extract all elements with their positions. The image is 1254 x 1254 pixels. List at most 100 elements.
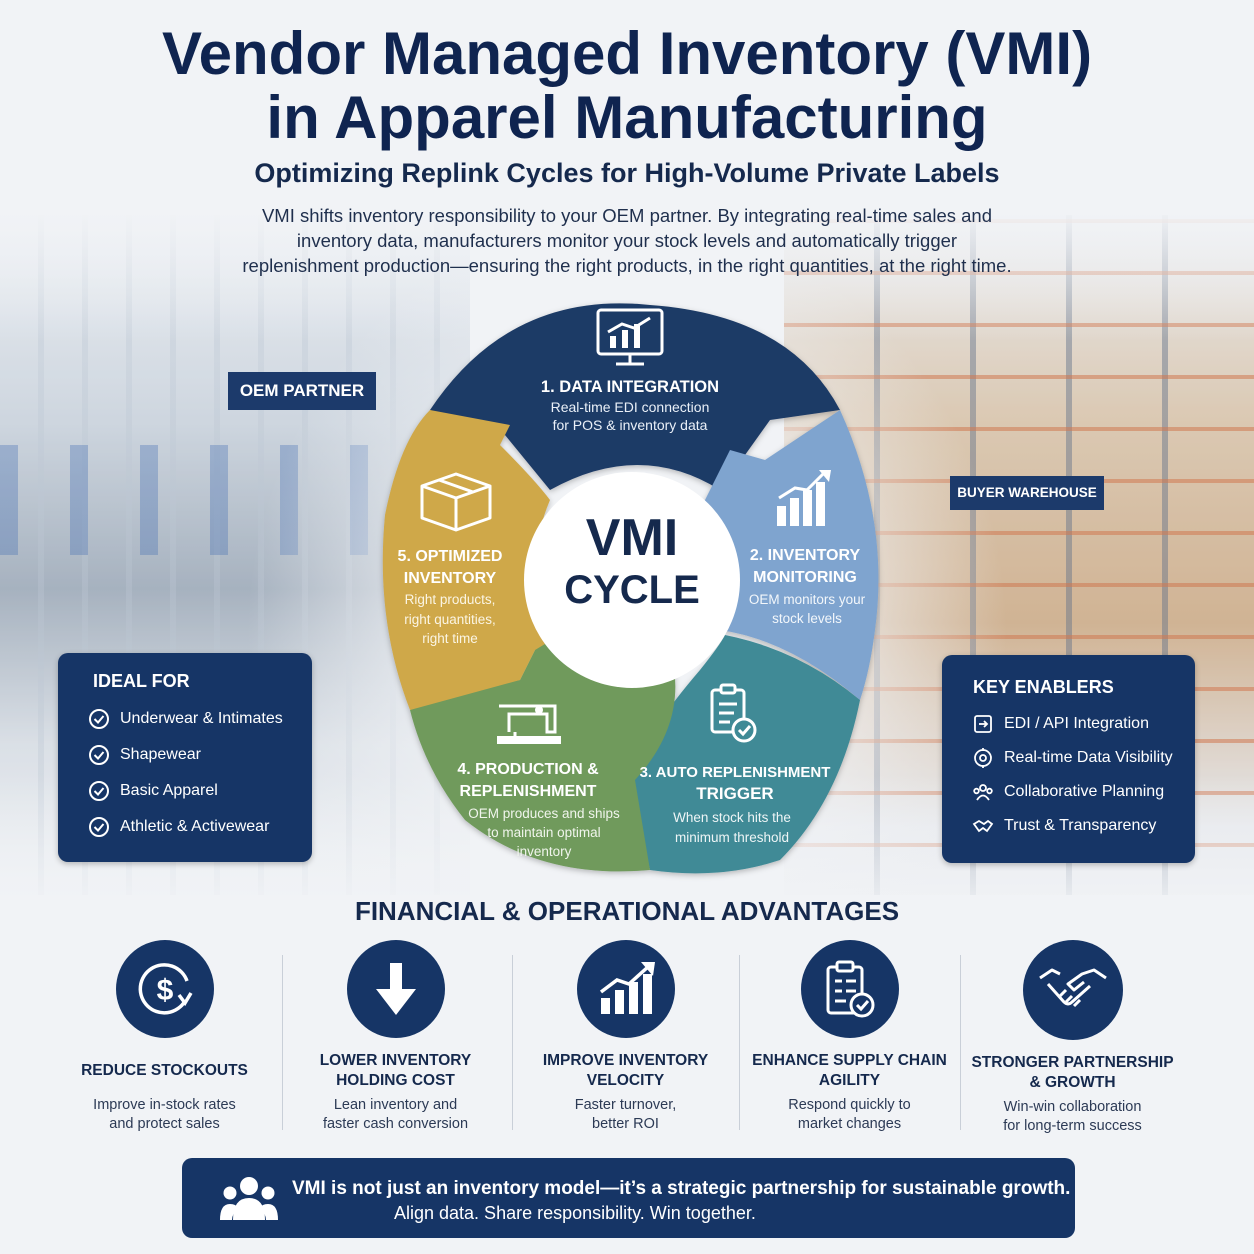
key-enabler-item: Collaborative Planning [972, 775, 1173, 809]
key-enablers-panel: KEY ENABLERS EDI / API Integration Real-… [942, 655, 1195, 863]
advantage-desc: Respond quickly to market changes [737, 1096, 962, 1134]
advantage-desc-line: Improve in-stock rates [93, 1097, 236, 1113]
clipboard-check-icon [710, 683, 757, 743]
advantage-divider [960, 955, 961, 1130]
check-circle-icon [89, 781, 109, 801]
step2-title: MONITORING [753, 569, 857, 586]
step3-title: 3. AUTO REPLENISHMENT [640, 764, 831, 781]
key-enabler-item: EDI / API Integration [972, 707, 1173, 741]
visibility-icon [974, 748, 992, 768]
ideal-for-item: Underwear & Intimates [88, 701, 283, 737]
key-enablers-heading: KEY ENABLERS [973, 677, 1114, 697]
advantage-title-line: IMPROVE INVENTORY [542, 1052, 709, 1069]
advantage-desc-line: and protect sales [109, 1116, 220, 1132]
advantage-desc: Faster turnover,better ROI [513, 1096, 738, 1134]
intro-paragraph: VMI shifts inventory responsibility to y… [200, 203, 1054, 278]
ideal-for-item: Shapewear [88, 737, 283, 773]
step3-desc: minimum threshold [675, 830, 789, 845]
intro-line: inventory data, manufacturers monitor yo… [296, 230, 958, 251]
cycle-segment-2 [700, 410, 879, 700]
step5-desc: right time [422, 631, 478, 646]
advantage-title-line: REDUCE STOCKOUTS [81, 1062, 248, 1079]
check-circle-icon [89, 745, 109, 765]
handshake-icon [972, 819, 994, 833]
advantage-icon-circle [800, 940, 899, 1038]
ideal-for-list: Underwear & Intimates Shapewear Basic Ap… [88, 701, 283, 845]
advantage-improve-velocity: IMPROVE INVENTORY VELOCITY Faster turnove… [513, 940, 738, 1134]
key-enabler-item: Trust & Transparency [972, 809, 1173, 843]
growth-chart-icon [599, 962, 655, 1014]
advantage-title: REDUCE STOCKOUTS [52, 1050, 277, 1092]
key-enabler-label: Trust & Transparency [1004, 817, 1157, 834]
ideal-for-heading: IDEAL FOR [93, 671, 190, 691]
advantage-divider [282, 955, 283, 1130]
ideal-for-item: Athletic & Activewear [88, 809, 283, 845]
check-circle-icon [89, 709, 109, 729]
step1-desc: for POS & inventory data [553, 417, 708, 433]
page-title-line1: Vendor Managed Inventory (VMI) [161, 20, 1093, 87]
integration-icon [974, 715, 992, 733]
step4-title: 4. PRODUCTION & [457, 761, 599, 778]
buyer-warehouse-tag: BUYER WAREHOUSE [950, 476, 1104, 510]
cycle-center [524, 472, 740, 688]
banner-line2: Align data. Share responsibility. Win to… [394, 1203, 756, 1223]
advantage-desc-line: Lean inventory and [333, 1097, 458, 1113]
advantage-desc: Lean inventory and faster cash conversion [283, 1096, 508, 1134]
cycle-segment-4 [410, 640, 676, 872]
intro-line: replenishment production—ensuring the ri… [242, 255, 1012, 276]
closing-banner: VMI is not just an inventory model—it’s … [182, 1158, 1075, 1238]
advantage-title-line: LOWER INVENTORY [319, 1052, 472, 1069]
banner-line1: VMI is not just an inventory model—it’s … [292, 1178, 1071, 1199]
advantages-heading: FINANCIAL & OPERATIONAL ADVANTAGES [354, 896, 900, 926]
key-enabler-item: Real-time Data Visibility [972, 741, 1173, 775]
advantage-partnership-growth: STRONGER PARTNERSHIP& GROWTH Win-win col… [960, 940, 1185, 1136]
advantage-reduce-stockouts: $ REDUCE STOCKOUTS Improve in-stock rate… [52, 940, 277, 1134]
advantage-icon-circle [576, 940, 675, 1038]
team-icon [973, 784, 993, 801]
monitor-chart-icon [596, 308, 664, 366]
advantage-desc-line: Win-win collaboration [1003, 1099, 1142, 1115]
oem-partner-tag: OEM PARTNER [228, 372, 376, 410]
step2-desc: stock levels [772, 611, 842, 626]
advantage-desc: Improve in-stock rates and protect sales [52, 1096, 277, 1134]
cycle-segment-1 [430, 303, 840, 490]
step1-title: 1. DATA INTEGRATION [541, 378, 719, 396]
advantage-divider [512, 955, 513, 1130]
step3-title: TRIGGER [696, 784, 773, 803]
advantage-desc-line: Respond quickly to [788, 1097, 911, 1113]
step2-title: 2. INVENTORY [750, 547, 861, 564]
handshake-icon [1038, 968, 1107, 1008]
key-enabler-label: Real-time Data Visibility [1004, 749, 1173, 766]
advantage-divider [739, 955, 740, 1130]
advantage-icon-circle [346, 940, 445, 1038]
advantage-title: STRONGER PARTNERSHIP& GROWTH [960, 1052, 1185, 1094]
ideal-for-label: Underwear & Intimates [120, 710, 283, 727]
step4-desc: OEM produces and ships [468, 806, 620, 821]
cycle-segment-3 [630, 635, 860, 874]
advantage-desc-line: market changes [797, 1116, 902, 1132]
bar-chart-up-icon [777, 470, 831, 526]
step3-desc: When stock hits the [673, 810, 791, 825]
vmi-cycle-diagram: VMI CYCLE 1. DATA INTEGRATION Real-time … [382, 303, 879, 874]
key-enablers-list: EDI / API Integration Real-time Data Vis… [972, 707, 1173, 843]
step4-desc: to maintain optimal [487, 825, 600, 840]
box-icon [420, 472, 492, 532]
ideal-for-label: Athletic & Activewear [120, 818, 270, 835]
ideal-for-label: Shapewear [120, 746, 201, 763]
step5-desc: right quantities, [404, 612, 496, 627]
key-enabler-label: EDI / API Integration [1004, 715, 1149, 732]
advantage-icon-circle: $ [115, 940, 214, 1038]
page-subtitle: Optimizing Replink Cycles for High-Volum… [254, 158, 1000, 188]
svg-text:$: $ [156, 974, 173, 1007]
key-enabler-label: Collaborative Planning [1004, 783, 1165, 800]
advantage-desc-line: faster cash conversion [322, 1116, 469, 1132]
advantage-title-line: VELOCITY [586, 1072, 665, 1089]
advantage-title-line: ENHANCE SUPPLY CHAIN [752, 1052, 947, 1069]
check-circle-icon [89, 817, 109, 837]
intro-line: VMI shifts inventory responsibility to y… [261, 205, 993, 226]
